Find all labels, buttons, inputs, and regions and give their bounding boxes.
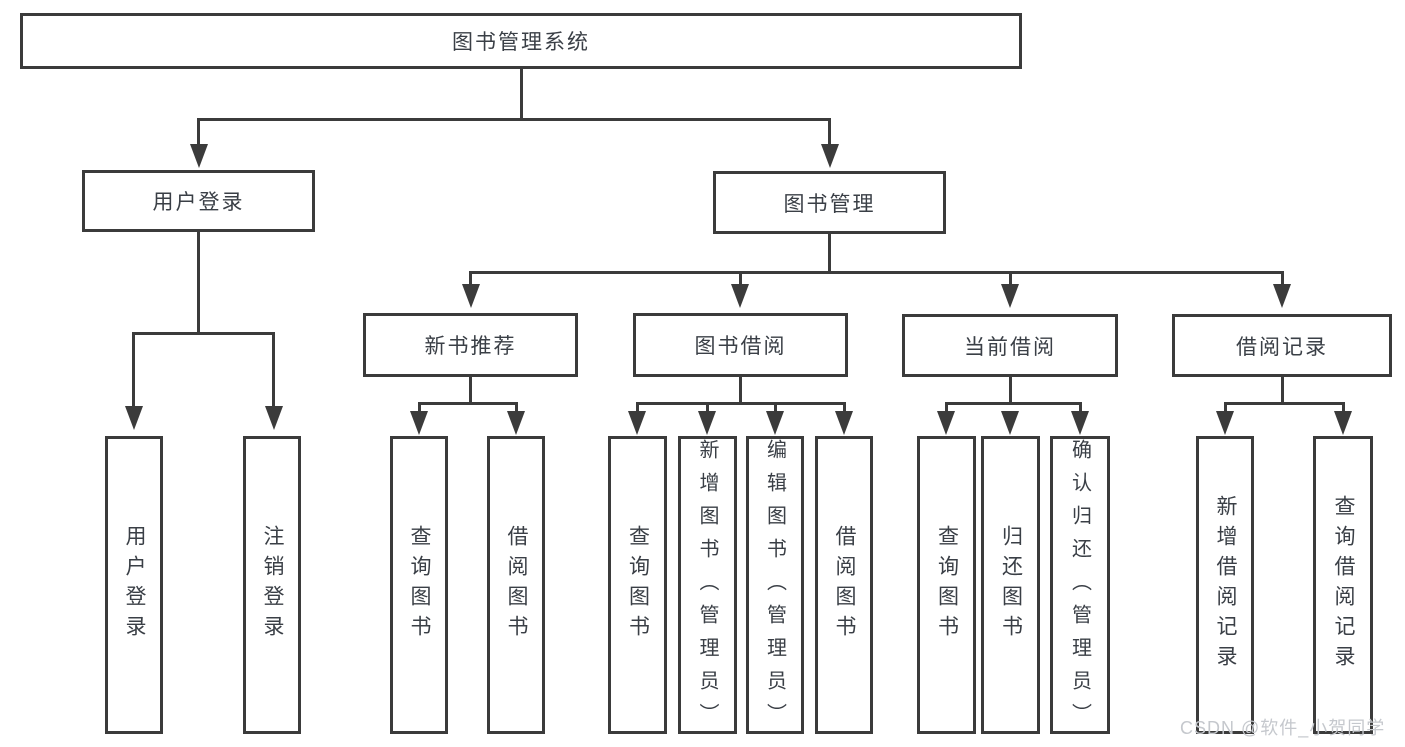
- leaf-confirm-return-admin: 确认归还（管理员）: [1050, 436, 1110, 736]
- connector-line: [636, 402, 639, 413]
- connector-line: [739, 271, 742, 286]
- arrowhead-icon: [1334, 411, 1352, 435]
- leaf-add-borrow-record: 新增借阅记录: [1196, 436, 1254, 734]
- connector-line: [706, 402, 709, 413]
- node-book-borrowing: 图书借阅: [633, 313, 848, 377]
- leaf-user-login: 用户登录: [105, 436, 163, 734]
- node-new-book-recommend: 新书推荐: [363, 313, 578, 377]
- connector-line: [1009, 271, 1012, 286]
- arrowhead-icon: [507, 411, 525, 435]
- leaf-query-books-3: 查询图书: [917, 436, 976, 734]
- connector-line: [843, 402, 846, 413]
- arrowhead-icon: [1071, 411, 1089, 435]
- arrowhead-icon: [937, 411, 955, 435]
- arrowhead-icon: [731, 284, 749, 308]
- connector-line: [1342, 402, 1345, 413]
- connector-line: [418, 402, 421, 413]
- arrowhead-icon: [1273, 284, 1291, 308]
- connector-line: [828, 118, 831, 146]
- arrowhead-icon: [410, 411, 428, 435]
- connector-line: [945, 402, 948, 413]
- node-library-system: 图书管理系统: [20, 13, 1022, 69]
- arrowhead-icon: [190, 144, 208, 168]
- connector-line: [1224, 402, 1227, 413]
- node-borrowing-records: 借阅记录: [1172, 314, 1392, 377]
- connector-line: [945, 402, 1082, 405]
- connector-line: [1079, 402, 1082, 413]
- leaf-add-books-admin: 新增图书（管理员）: [678, 436, 737, 736]
- connector-line: [1281, 271, 1284, 286]
- connector-line: [469, 377, 472, 405]
- arrowhead-icon: [698, 411, 716, 435]
- connector-line: [739, 377, 742, 405]
- arrowhead-icon: [1216, 411, 1234, 435]
- connector-line: [515, 402, 518, 413]
- arrowhead-icon: [1001, 411, 1019, 435]
- arrowhead-icon: [628, 411, 646, 435]
- connector-line: [469, 271, 1284, 274]
- connector-line: [469, 271, 472, 286]
- arrowhead-icon: [766, 411, 784, 435]
- connector-line: [132, 332, 275, 335]
- connector-line: [197, 118, 200, 146]
- arrowhead-icon: [835, 411, 853, 435]
- connector-line: [197, 118, 831, 121]
- leaf-return-books: 归还图书: [981, 436, 1040, 734]
- connector-line: [132, 332, 135, 408]
- connector-line: [774, 402, 777, 413]
- connector-line: [197, 232, 200, 335]
- connector-line: [828, 234, 831, 274]
- arrowhead-icon: [125, 406, 143, 430]
- leaf-logout-login: 注销登录: [243, 436, 301, 734]
- connector-line: [1224, 402, 1345, 405]
- connector-line: [272, 332, 275, 408]
- node-current-borrowing: 当前借阅: [902, 314, 1118, 377]
- leaf-edit-books-admin: 编辑图书（管理员）: [746, 436, 804, 736]
- arrowhead-icon: [1001, 284, 1019, 308]
- csdn-watermark: CSDN @软件_小贺同学: [1180, 718, 1386, 738]
- leaf-query-borrow-record: 查询借阅记录: [1313, 436, 1373, 734]
- arrowhead-icon: [265, 406, 283, 430]
- node-book-management: 图书管理: [713, 171, 946, 234]
- connector-line: [1009, 377, 1012, 405]
- arrowhead-icon: [462, 284, 480, 308]
- leaf-query-books-1: 查询图书: [390, 436, 448, 734]
- node-user-login: 用户登录: [82, 170, 315, 232]
- arrowhead-icon: [821, 144, 839, 168]
- connector-line: [1281, 377, 1284, 405]
- leaf-borrow-books-1: 借阅图书: [487, 436, 545, 734]
- connector-line: [520, 68, 523, 121]
- connector-line: [418, 402, 518, 405]
- leaf-query-books-2: 查询图书: [608, 436, 667, 734]
- connector-line: [636, 402, 846, 405]
- leaf-borrow-books-2: 借阅图书: [815, 436, 873, 734]
